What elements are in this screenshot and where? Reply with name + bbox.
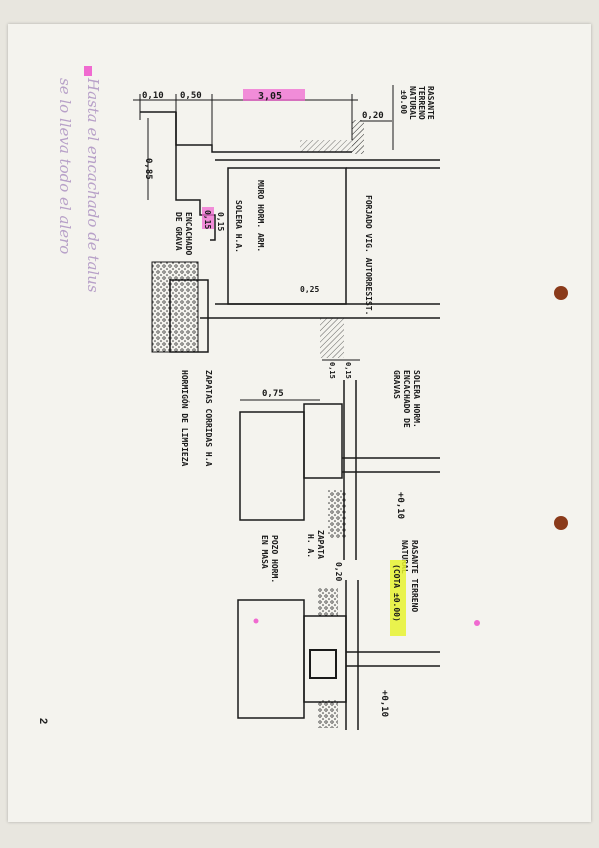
- level-bottom: +0,10: [379, 690, 389, 717]
- gravel-block: [151, 261, 199, 353]
- label-rasante-mid: RASANTE TERRENO NATURAL: [400, 540, 419, 612]
- dim-015-highlight: [202, 207, 214, 229]
- dim-020-mid: 0,20: [334, 562, 343, 581]
- punch-hole-bottom: [554, 516, 568, 530]
- label-forjado: FORJADO VIG. AUTORRESIST.: [364, 195, 373, 315]
- document-sheet: [8, 24, 591, 822]
- svg-text:EN MASA: EN MASA: [260, 535, 269, 569]
- footing-block: [169, 279, 209, 353]
- label-encachado-grava: ENCACHADO DE GRAVA: [174, 212, 193, 256]
- dim-010: 0,10: [142, 91, 164, 101]
- pink-dot-2: [474, 620, 480, 626]
- label-muro: MURO HORM. ARM.: [256, 180, 265, 252]
- svg-text:ZAPATA: ZAPATA: [316, 530, 325, 559]
- foundation-block-mid: [239, 411, 305, 521]
- dim-305: 3,05: [258, 91, 282, 102]
- svg-text:TERRENO: TERRENO: [417, 86, 426, 120]
- dim-015: 0,15: [203, 210, 212, 229]
- dim-025: 0,25: [300, 285, 319, 294]
- dim-015d: 0,15: [344, 362, 352, 379]
- rebar-cage: [309, 649, 337, 679]
- punch-hole-top: [554, 286, 568, 300]
- svg-text:RASANTE: RASANTE: [426, 86, 435, 120]
- label-zapatas: ZAPATAS CORRIDAS H.A: [204, 370, 213, 467]
- svg-text:±0.00: ±0.00: [399, 90, 408, 114]
- wall-body: [227, 167, 347, 305]
- label-hormigon-limpieza: HORMIGÓN DE LIMPIEZA: [180, 370, 191, 467]
- dim-015c: 0,15: [328, 362, 336, 379]
- label-zapata: ZAPATA H. A.: [306, 530, 325, 559]
- svg-text:NATURAL: NATURAL: [400, 540, 409, 574]
- handwritten-note-line1: Hasta el encachado de talus: [84, 77, 102, 293]
- svg-text:H. A.: H. A.: [306, 534, 315, 558]
- gravel-mid: [328, 490, 346, 538]
- svg-text:NATURAL: NATURAL: [408, 86, 417, 120]
- cota-highlight: [390, 560, 406, 636]
- dim-305-highlight: [243, 89, 305, 101]
- foundation-block-bottom: [237, 599, 305, 719]
- gravel-bottom-1: [318, 588, 338, 616]
- handwritten-note-line2: se lo lleva todo el alero: [56, 78, 74, 254]
- dim-050: 0,50: [180, 91, 202, 101]
- svg-text:POZO HORM.: POZO HORM.: [270, 535, 279, 583]
- svg-text:RASANTE TERRENO: RASANTE TERRENO: [410, 540, 419, 612]
- page-number: 2: [37, 718, 49, 724]
- svg-text:DE GRAVA: DE GRAVA: [174, 212, 183, 251]
- label-pozo: POZO HORM. EN MASA: [260, 535, 279, 583]
- svg-text:ENCACHADO DE: ENCACHADO DE: [402, 370, 411, 428]
- wall-outline: [175, 112, 216, 241]
- svg-text:GRAVAS: GRAVAS: [392, 370, 401, 399]
- dim-020-top: 0,20: [362, 111, 384, 121]
- label-cota: (COTA ±0.00): [392, 564, 401, 622]
- svg-text:ENCACHADO: ENCACHADO: [184, 212, 193, 256]
- pink-marker-dot: [84, 66, 92, 76]
- svg-text:SOLERA HORM.: SOLERA HORM.: [412, 370, 421, 428]
- level-mid: +0,10: [395, 492, 405, 519]
- label-solera-horm: SOLERA HORM. ENCACHADO DE GRAVAS: [392, 370, 421, 428]
- slab-outline-top: [140, 111, 352, 153]
- column-stub-top: [320, 318, 344, 358]
- pile-cap-mid: [303, 403, 343, 479]
- label-solera-ha: SOLERA H.A.: [234, 200, 243, 253]
- gravel-bottom-2: [318, 700, 338, 728]
- dim-075: 0,75: [262, 389, 284, 399]
- dim-085: 0,85: [143, 158, 153, 180]
- pink-dot-1: [253, 618, 259, 624]
- soil-top: [300, 140, 358, 152]
- label-rasante-top: RASANTE TERRENO NATURAL ±0.00: [399, 86, 435, 120]
- dim-015b: 0,15: [216, 212, 225, 231]
